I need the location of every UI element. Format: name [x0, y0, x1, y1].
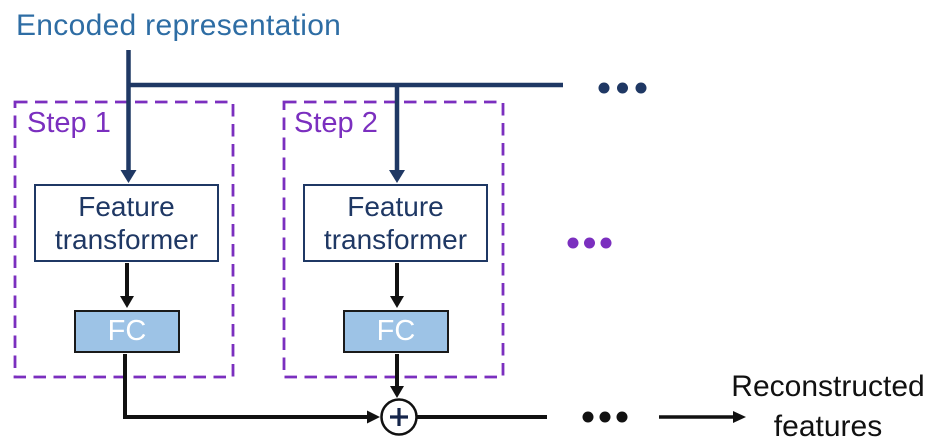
- step-1-label: Step 1: [27, 107, 111, 139]
- arrowhead-into-sum-left: [367, 410, 380, 424]
- feature-transformer-box-2: Feature transformer: [303, 184, 488, 262]
- arrowhead-into-fc-1: [120, 296, 134, 308]
- step-2-dashed-boundary: [282, 100, 505, 379]
- ellipsis-top-icon: [598, 82, 647, 94]
- reconstructed-features-label: Reconstructed features: [731, 370, 925, 443]
- fc-box-2: FC: [343, 310, 449, 353]
- ellipsis-bottom-icon: [582, 411, 628, 423]
- arrowhead-output: [733, 411, 746, 423]
- arrowhead-into-sum-top: [390, 386, 404, 398]
- ellipsis-middle-icon: [567, 237, 612, 249]
- fc-box-1: FC: [74, 310, 180, 353]
- arrowhead-into-transformer-1: [120, 170, 137, 183]
- feature-transformer-box-1: Feature transformer: [34, 184, 219, 262]
- encoded-representation-label: Encoded representation: [16, 9, 342, 42]
- plus-icon: [390, 408, 408, 426]
- fc1-to-sum-line: [123, 354, 367, 419]
- step-2-label: Step 2: [294, 107, 378, 139]
- arrowhead-into-transformer-2: [389, 170, 405, 183]
- arrowhead-into-fc-2: [390, 296, 404, 308]
